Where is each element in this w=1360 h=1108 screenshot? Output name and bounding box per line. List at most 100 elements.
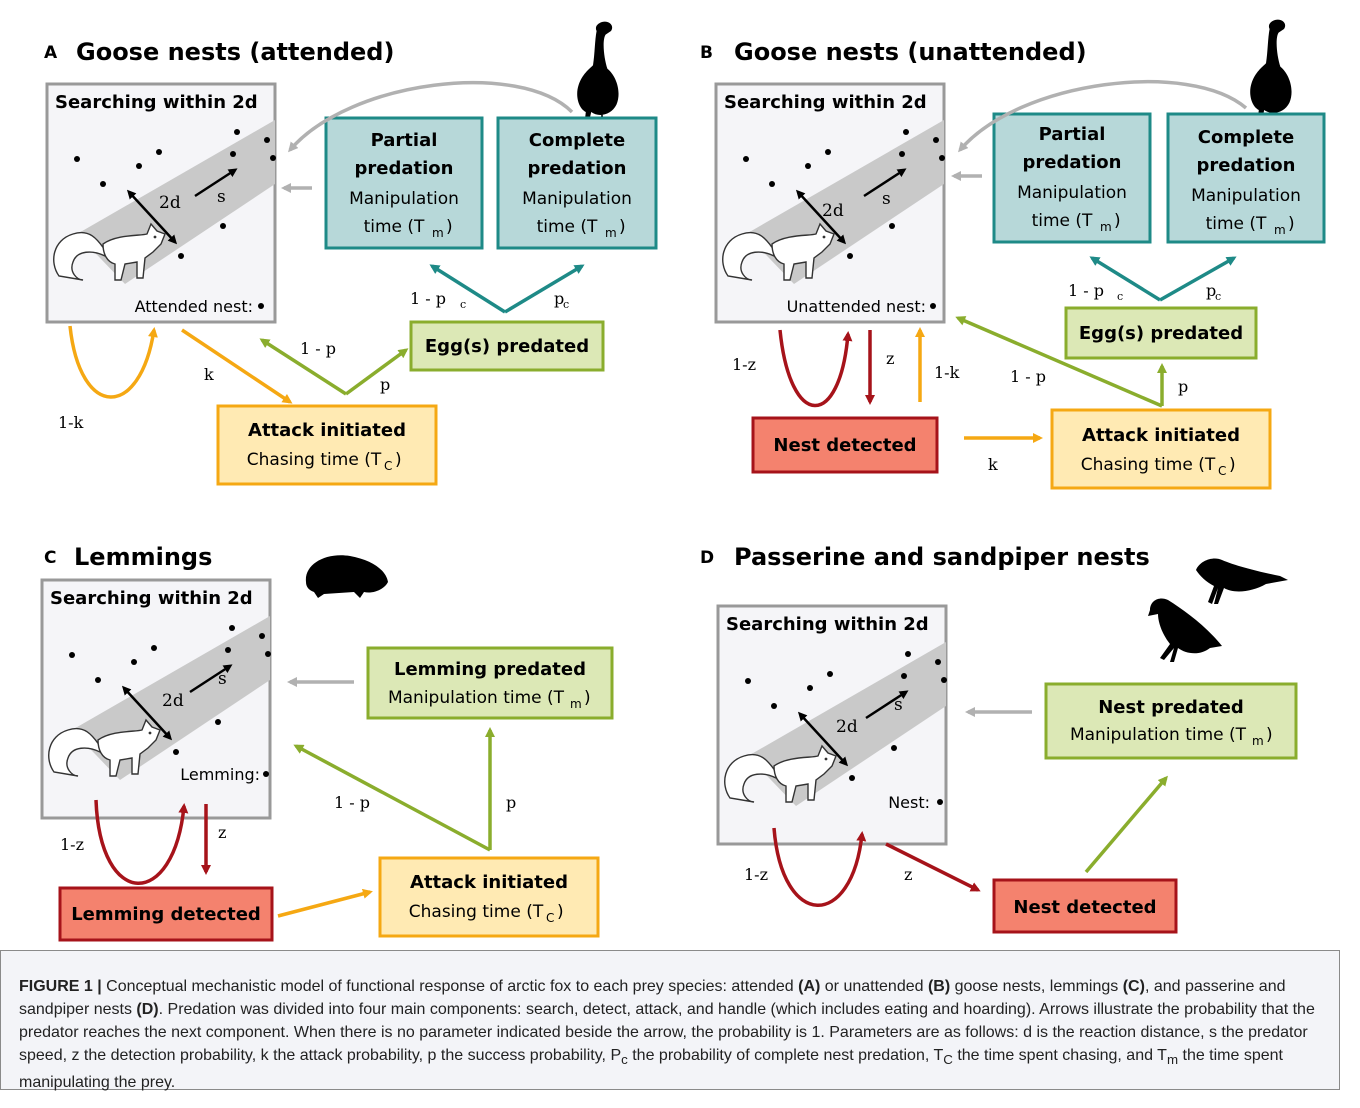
lemming-predated-line: Manipulation time (T	[388, 688, 565, 708]
panel-d-nest-predated-box: Nest predated Manipulation time (T m )	[1044, 682, 1298, 760]
egg-title: Egg(s) predated	[425, 336, 589, 357]
panel-a-1-k-label: 1-k	[58, 413, 84, 432]
panel-a-success-arrow	[344, 348, 409, 396]
panel-d-s-label: s	[894, 695, 903, 715]
panel-c-lemming-detected-box: Lemming detected	[58, 886, 274, 942]
panel-d-title: Passerine and sandpiper nests	[734, 543, 1150, 571]
attack-sub: C	[384, 459, 392, 473]
panel-d-letter: D	[700, 548, 714, 568]
attack-sub: C	[546, 911, 554, 925]
partial-close: )	[1114, 211, 1121, 231]
lemming-icon	[305, 555, 388, 598]
complete-line-1: Manipulation	[1191, 186, 1301, 206]
attack-close: )	[1229, 455, 1236, 475]
attack-title: Attack initiated	[1082, 425, 1240, 446]
panel-a-nest-label: Attended nest:	[135, 297, 253, 316]
panel-c-title: Lemmings	[74, 543, 212, 571]
panel-b-1-pc-sub: c	[1117, 290, 1123, 303]
panel-a-d-label: 2d	[159, 193, 181, 213]
panel-d: D Passerine and sandpiper nests Searchin…	[700, 543, 1298, 934]
panel-b-nest-label: Unattended nest:	[787, 297, 926, 316]
panel-c-lemming-label: Lemming:	[180, 765, 260, 784]
partial-sub: m	[1100, 220, 1112, 234]
panel-d-z-label: z	[904, 865, 912, 884]
panel-d-loop-arrow	[772, 827, 867, 907]
caption-text: , and passerine and sandpiper nests	[19, 978, 1286, 1018]
panel-d-nest-label: Nest:	[888, 793, 930, 812]
panel-b-nest-dot	[930, 303, 936, 309]
attack-sub: C	[1218, 464, 1226, 478]
lemming-predated-sub: m	[570, 697, 582, 711]
lemming-predated-title: Lemming predated	[394, 659, 586, 680]
caption-text: the time spent manipulating the prey.	[19, 1047, 1283, 1092]
caption-text: . Predation was divided into four main c…	[19, 1001, 1315, 1064]
caption-ref-d: (D)	[136, 1001, 159, 1018]
panel-b-pc-label: p	[1206, 281, 1216, 300]
panel-c-d-label: 2d	[162, 691, 184, 711]
panel-b-nest-detected-box: Nest detected	[751, 416, 939, 474]
panel-b-fail-arrow	[955, 316, 1163, 408]
attack-line: Chasing time (T	[247, 450, 382, 470]
panel-d-nest-dot	[937, 799, 943, 805]
egg-title: Egg(s) predated	[1079, 323, 1243, 344]
panel-b: B Goose nests (unattended) Searching wit…	[700, 19, 1326, 490]
caption-text: the probability of complete nest predati…	[627, 1047, 944, 1064]
panel-a-1-p-label: 1 - p	[300, 339, 336, 358]
panel-b-1-k-label: 1-k	[934, 363, 960, 382]
panel-a-attack-arrow	[181, 328, 293, 404]
panel-b-search-area: Searching within 2d 2d s Unattended nest…	[716, 84, 945, 322]
partial-title-2: predation	[355, 158, 454, 179]
caption-sub: C	[943, 1052, 953, 1068]
panel-a-loop-arrow	[68, 325, 158, 399]
panel-c-attack-box: Attack initiated Chasing time (T C )	[378, 856, 600, 938]
caption-text: or unattended	[820, 978, 928, 995]
panel-b-pc-sub: c	[1215, 290, 1221, 303]
panel-b-1-pc-label: 1 - p	[1068, 281, 1104, 300]
panel-c-1-p-label: 1 - p	[334, 793, 370, 812]
complete-line-2: time (T	[1206, 214, 1267, 234]
panel-c-search-title: Searching within 2d	[50, 588, 253, 609]
panel-d-detect-arrow	[885, 842, 981, 892]
panel-c-z-label: z	[218, 823, 226, 842]
caption-sub: m	[1166, 1052, 1179, 1068]
panel-a-egg-box: Egg(s) predated	[409, 320, 605, 372]
partial-line-1: Manipulation	[349, 189, 459, 209]
panel-a-k-label: k	[204, 365, 214, 384]
panel-a-s-label: s	[217, 187, 226, 207]
nest-predated-title: Nest predated	[1098, 697, 1244, 718]
caption-ref-c: (C)	[1122, 978, 1145, 995]
panel-d-1-z-label: 1-z	[744, 865, 768, 884]
panel-b-title: Goose nests (unattended)	[734, 38, 1087, 66]
caption-text: goose nests, lemmings	[950, 978, 1123, 995]
panel-b-d-label: 2d	[822, 201, 844, 221]
panel-a-attack-box: Attack initiated Chasing time (T C )	[216, 404, 438, 486]
panel-a-1-pc-sub: c	[460, 298, 466, 311]
panel-c-letter: C	[44, 548, 56, 568]
partial-line-2: time (T	[1032, 211, 1093, 231]
complete-title-1: Complete	[529, 130, 625, 151]
attack-line: Chasing time (T	[409, 902, 544, 922]
complete-close: )	[1288, 214, 1295, 234]
panel-a-partial-arrow	[429, 264, 506, 314]
panel-c-lemming-predated-box: Lemming predated Manipulation time (T m …	[366, 646, 614, 720]
panel-b-z-label: z	[886, 349, 894, 368]
panel-a-title: Goose nests (attended)	[76, 38, 394, 66]
panel-c-1-z-label: 1-z	[60, 835, 84, 854]
nest-detected-title: Nest detected	[773, 435, 916, 456]
panel-b-partial-arrow	[1089, 256, 1161, 302]
complete-title-1: Complete	[1198, 127, 1294, 148]
panel-c: C Lemmings Searching within 2d 2d s Lemm…	[42, 543, 614, 942]
partial-title-1: Partial	[1039, 124, 1106, 145]
attack-title: Attack initiated	[410, 872, 568, 893]
panel-b-complete-box: Complete predation Manipulation time (T …	[1166, 112, 1326, 244]
caption-figure-label: FIGURE 1 |	[19, 978, 102, 995]
panel-d-predate-arrow	[1084, 775, 1168, 874]
panel-b-1-z-label: 1-z	[732, 355, 756, 374]
panel-a-pc-sub: c	[563, 298, 569, 311]
lemming-predated-close: )	[584, 688, 591, 708]
partial-title-2: predation	[1023, 152, 1122, 173]
attack-close: )	[395, 450, 402, 470]
complete-line-1: Manipulation	[522, 189, 632, 209]
panel-c-p-label: p	[506, 793, 516, 812]
